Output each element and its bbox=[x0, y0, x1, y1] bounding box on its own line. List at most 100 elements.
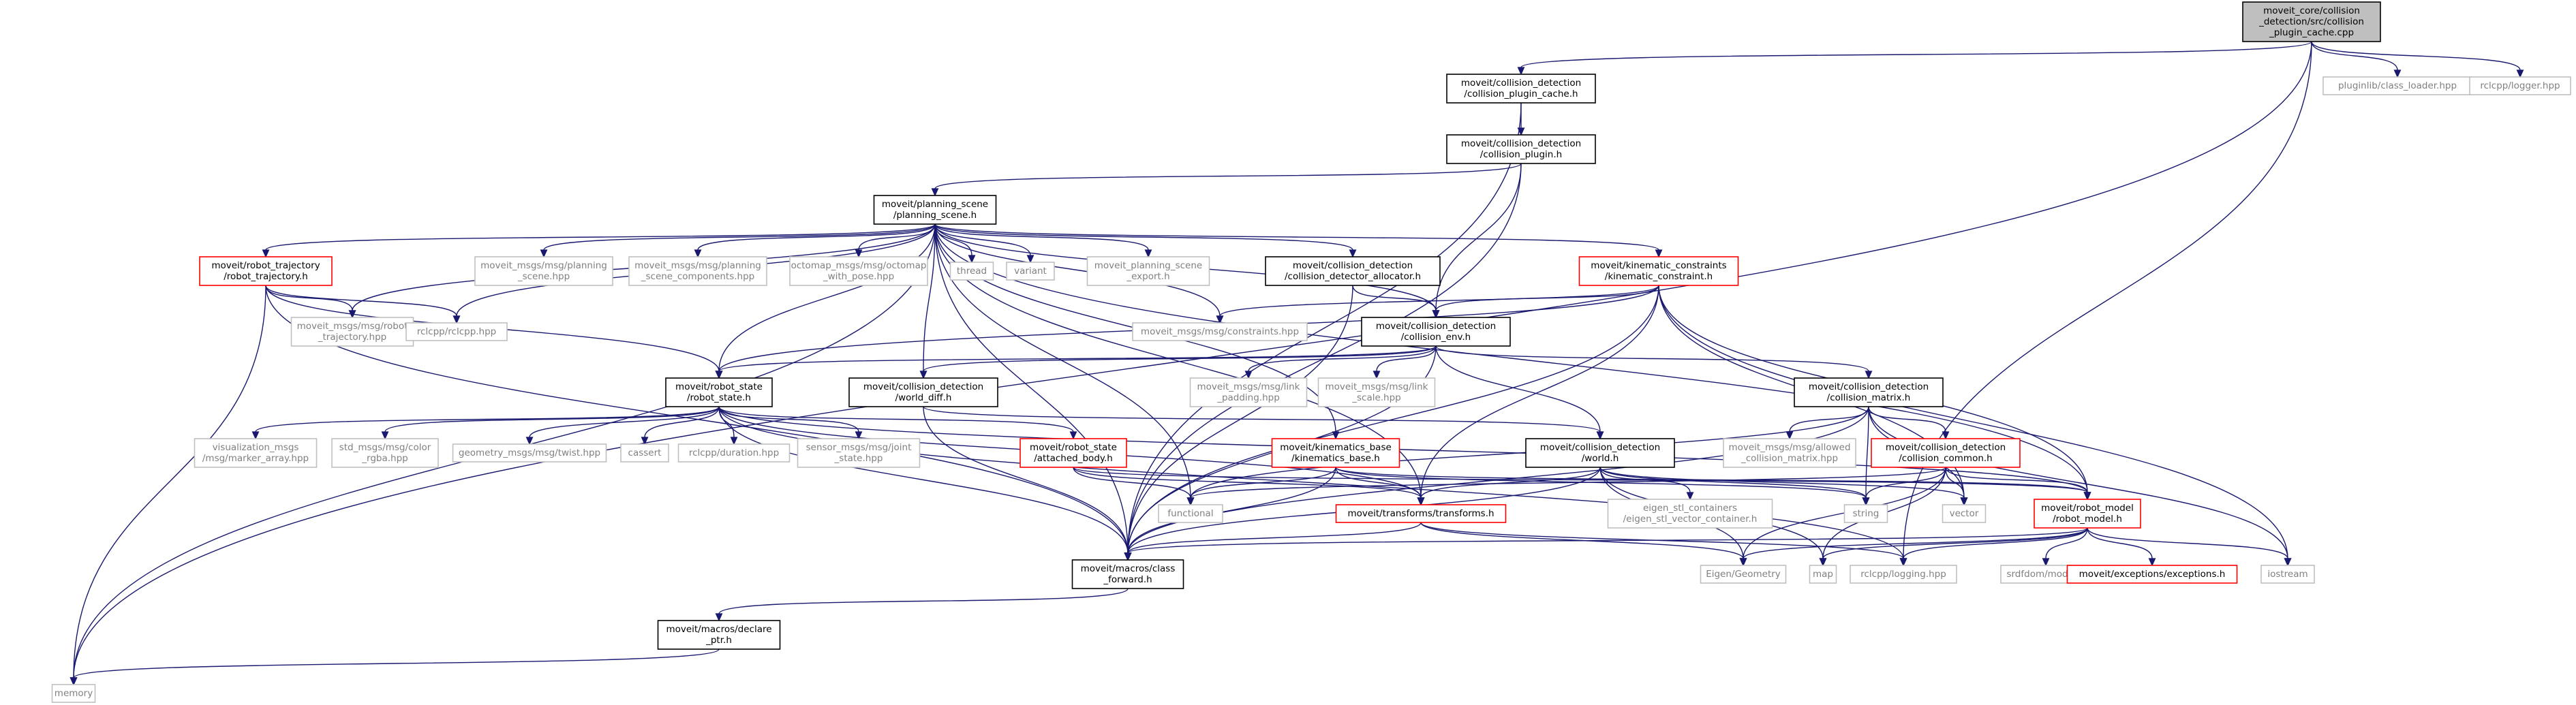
node-box bbox=[789, 256, 928, 286]
dependency-edge bbox=[931, 163, 1522, 197]
node-box bbox=[1158, 504, 1223, 523]
header-node-exc[interactable]: moveit/exceptions/exceptions.h bbox=[2066, 565, 2238, 584]
node-box bbox=[1942, 504, 1987, 523]
node-label-line: pluginlib/class_loader.hpp bbox=[2338, 80, 2457, 91]
header-node-rt[interactable]: moveit/robot_trajectory/robot_trajectory… bbox=[199, 256, 333, 286]
header-node-rm[interactable]: moveit/robot_model/robot_model.h bbox=[2034, 499, 2141, 529]
header-node-mm_ps[interactable]: moveit_msgs/msg/planning_scene.hpp bbox=[474, 256, 613, 286]
dependency-edges bbox=[70, 41, 2524, 686]
edge-arrowhead bbox=[931, 188, 939, 197]
header-node-cm[interactable]: moveit/collision_detection/collision_mat… bbox=[1794, 377, 1944, 407]
header-node-vis[interactable]: visualization_msgs/msg/marker_array.hpp bbox=[194, 438, 318, 468]
header-node-mm_rt[interactable]: moveit_msgs/msg/robot_trajectory.hpp bbox=[290, 317, 414, 347]
header-node-jointstate[interactable]: sensor_msgs/msg/joint_state.hpp bbox=[797, 438, 921, 468]
dependency-edge bbox=[1124, 163, 1522, 561]
dependency-edge bbox=[1862, 406, 1870, 506]
header-node-rclcpp[interactable]: rclcpp/rclcpp.hpp bbox=[405, 322, 508, 341]
header-node-mm_lp[interactable]: moveit_msgs/msg/link_padding.hpp bbox=[1189, 377, 1308, 407]
header-node-memory[interactable]: memory bbox=[51, 684, 96, 703]
header-node-octomap[interactable]: octomap_msgs/msg/octomap_with_pose.hpp bbox=[789, 256, 928, 286]
edge-line bbox=[543, 223, 936, 251]
header-node-kb[interactable]: moveit/kinematics_base/kinematics_base.h bbox=[1271, 438, 1400, 468]
header-node-functional[interactable]: functional bbox=[1158, 504, 1223, 523]
edge-line bbox=[934, 223, 1129, 554]
header-node-cp[interactable]: moveit/collision_detection/collision_plu… bbox=[1446, 134, 1596, 164]
edge-line bbox=[934, 223, 1031, 256]
edge-arrowhead bbox=[1432, 310, 1440, 319]
header-node-ps[interactable]: moveit/planning_scene/planning_scene.h bbox=[873, 195, 997, 225]
header-node-root[interactable]: moveit_core/collision_detection/src/coll… bbox=[2242, 1, 2381, 42]
node-label-line: moveit/robot_state bbox=[1030, 442, 1117, 453]
node-box bbox=[628, 256, 767, 286]
edge-arrowhead bbox=[1865, 371, 1873, 379]
node-label-line: _collision_matrix.hpp bbox=[1741, 453, 1838, 464]
dependency-edge bbox=[923, 406, 1132, 561]
node-label-line: moveit/collision_detection bbox=[1376, 321, 1496, 332]
dependency-edge bbox=[1945, 467, 1968, 506]
dependency-edge bbox=[1432, 285, 1659, 319]
header-node-mm_acm[interactable]: moveit_msgs/msg/allowed_collision_matrix… bbox=[1723, 438, 1856, 468]
header-node-ce[interactable]: moveit/collision_detection/collision_env… bbox=[1361, 317, 1511, 347]
header-node-string[interactable]: string bbox=[1843, 504, 1888, 523]
node-label-line: vector bbox=[1950, 508, 1979, 519]
header-node-cassert[interactable]: cassert bbox=[620, 443, 669, 463]
header-node-mm_ls[interactable]: moveit_msgs/msg/link_scale.hpp bbox=[1317, 377, 1436, 407]
node-label-line: _scene.hpp bbox=[517, 271, 570, 282]
header-node-mm_con[interactable]: moveit_msgs/msg/constraints.hpp bbox=[1132, 322, 1308, 341]
edge-line bbox=[934, 223, 1353, 251]
header-node-iostream[interactable]: iostream bbox=[2260, 565, 2315, 584]
header-node-cf[interactable]: moveit/macros/class_forward.h bbox=[1071, 559, 1184, 589]
node-box bbox=[331, 438, 439, 468]
header-node-tf[interactable]: moveit/transforms/transforms.h bbox=[1335, 504, 1507, 523]
header-node-logging[interactable]: rclcpp/logging.hpp bbox=[1850, 565, 1957, 584]
edge-line bbox=[1743, 527, 2088, 559]
header-node-ab[interactable]: moveit/robot_state/attached_body.h bbox=[1019, 438, 1127, 468]
header-node-map[interactable]: map bbox=[1809, 565, 1837, 584]
node-label-line: moveit/planning_scene bbox=[882, 199, 988, 210]
edge-line bbox=[1335, 467, 2088, 493]
node-label-line: /msg/marker_array.hpp bbox=[202, 453, 309, 464]
node-label-line: geometry_msgs/msg/twist.hpp bbox=[459, 448, 600, 458]
header-node-cda[interactable]: moveit/collision_detection/collision_det… bbox=[1265, 256, 1441, 286]
node-box bbox=[474, 256, 613, 286]
node-label-line: moveit_msgs/msg/planning bbox=[480, 260, 607, 271]
header-node-world[interactable]: moveit/collision_detection/world.h bbox=[1525, 438, 1675, 468]
header-node-vector[interactable]: vector bbox=[1942, 504, 1987, 523]
node-label-line: rclcpp/logging.hpp bbox=[1860, 569, 1946, 580]
node-box bbox=[1189, 377, 1308, 407]
edge-line bbox=[1599, 467, 1867, 499]
header-node-pluginlib[interactable]: pluginlib/class_loader.hpp bbox=[2322, 76, 2472, 95]
node-label-line: /planning_scene.h bbox=[893, 210, 977, 221]
node-label-line: moveit/robot_trajectory bbox=[211, 260, 320, 271]
header-node-variant[interactable]: variant bbox=[1006, 262, 1055, 281]
header-node-twist[interactable]: geometry_msgs/msg/twist.hpp bbox=[452, 443, 607, 463]
header-node-dp[interactable]: moveit/macros/declare_ptr.h bbox=[657, 620, 781, 650]
header-node-wd[interactable]: moveit/collision_detection/world_diff.h bbox=[848, 377, 998, 407]
node-box bbox=[2260, 565, 2315, 584]
header-node-eigenstl[interactable]: eigen_stl_containers/eigen_stl_vector_co… bbox=[1607, 499, 1773, 529]
edge-line bbox=[1073, 467, 1191, 499]
node-label-line: moveit/collision_detection bbox=[1540, 442, 1660, 453]
node-label-line: /kinematics_base.h bbox=[1291, 453, 1380, 464]
header-node-thread[interactable]: thread bbox=[949, 262, 994, 281]
header-node-rclcpplogger[interactable]: rclcpp/logger.hpp bbox=[2469, 76, 2571, 95]
dependency-edge bbox=[715, 223, 936, 379]
dependency-edge bbox=[1599, 467, 1694, 501]
header-node-cc[interactable]: moveit/collision_detection/collision_com… bbox=[1871, 438, 2021, 468]
header-node-rs[interactable]: moveit/robot_state/robot_state.h bbox=[665, 377, 773, 407]
node-box bbox=[1086, 256, 1210, 286]
dependency-edge bbox=[1124, 527, 2088, 561]
header-node-pse[interactable]: moveit_planning_scene_export.h bbox=[1086, 256, 1210, 286]
dependency-edge bbox=[1862, 467, 1946, 506]
node-label-line: cassert bbox=[628, 448, 662, 458]
header-node-cpc[interactable]: moveit/collision_detection/collision_plu… bbox=[1446, 74, 1596, 104]
header-node-mm_psc[interactable]: moveit_msgs/msg/planning_scene_component… bbox=[628, 256, 767, 286]
node-label-line: _ptr.h bbox=[705, 635, 732, 646]
edge-arrowhead bbox=[1026, 255, 1034, 264]
header-node-kc[interactable]: moveit/kinematic_constraints/kinematic_c… bbox=[1578, 256, 1739, 286]
edge-arrowhead bbox=[1069, 431, 1077, 440]
node-label-line: moveit/collision_detection bbox=[1886, 442, 2006, 453]
header-node-duration[interactable]: rclcpp/duration.hpp bbox=[677, 443, 791, 463]
header-node-stdcolor[interactable]: std_msgs/msg/color_rgba.hpp bbox=[331, 438, 439, 468]
header-node-eigeng[interactable]: Eigen/Geometry bbox=[1700, 565, 1787, 584]
